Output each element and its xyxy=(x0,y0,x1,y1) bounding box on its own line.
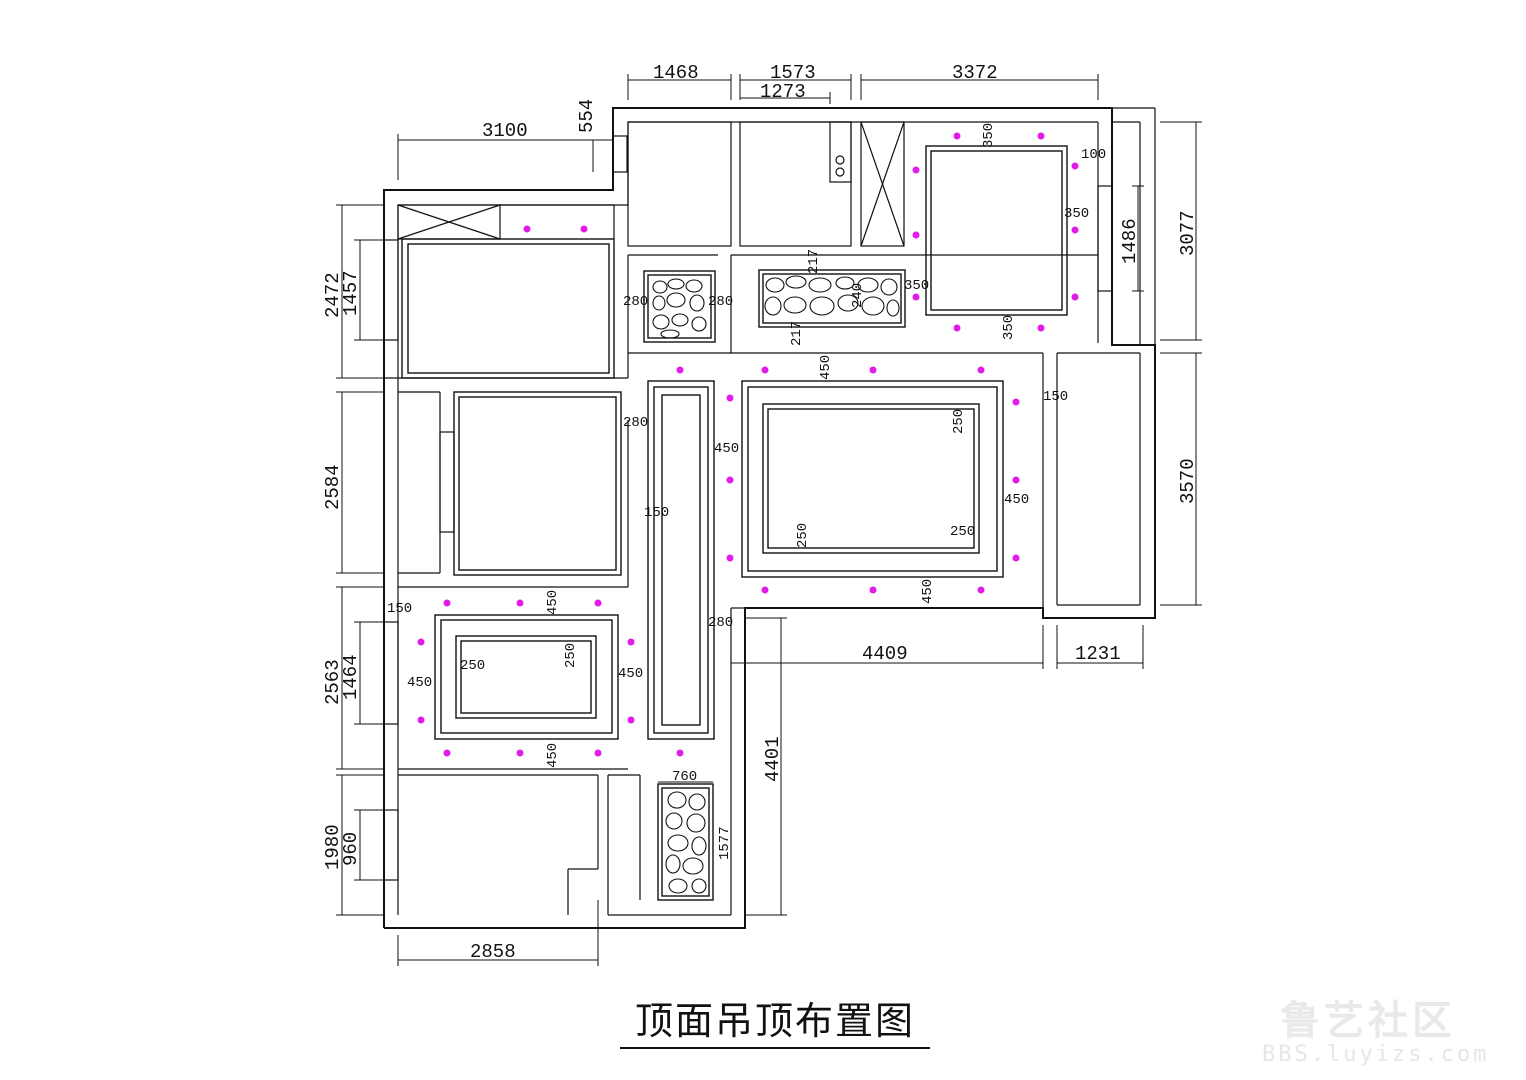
ann-150-dining: 150 xyxy=(387,601,412,617)
ann-450-dining-bottom: 450 xyxy=(545,743,561,768)
bedroom-3-ceiling xyxy=(453,391,622,576)
ann-350-bottom: 350 xyxy=(1001,315,1017,340)
dim-1573: 1573 xyxy=(770,62,816,84)
ann-250-dining-inner-top: 250 xyxy=(563,643,579,668)
pebble-panel-1 xyxy=(643,270,716,343)
ann-450-living-top: 450 xyxy=(818,355,834,380)
drawing-title: 顶面吊顶布置图 xyxy=(620,990,930,1049)
ann-250-inner-top: 250 xyxy=(951,409,967,434)
bedroom-1-ceiling xyxy=(401,238,615,379)
ann-100: 100 xyxy=(1081,147,1106,163)
ann-250-dining-inner-left: 250 xyxy=(460,658,485,674)
living-room-ceiling xyxy=(741,380,1004,578)
dim-3372: 3372 xyxy=(952,62,998,84)
ceiling-frames xyxy=(401,145,1068,901)
ann-450-living-bottom: 450 xyxy=(920,579,936,604)
watermark-logo: 鲁艺社区 xyxy=(1280,998,1456,1044)
ann-450-dining-right: 450 xyxy=(618,666,643,682)
bedroom-2-ceiling xyxy=(925,145,1068,316)
dim-960: 960 xyxy=(340,832,362,866)
ann-450-dining-top: 450 xyxy=(545,590,561,615)
watermark-url: BBS.luyizs.com xyxy=(1262,1042,1490,1067)
ann-150-corridor: 150 xyxy=(644,505,669,521)
pebble-panel-2 xyxy=(758,269,906,328)
dim-760: 760 xyxy=(672,769,697,785)
corridor-ceiling xyxy=(647,380,715,740)
ann-250-inner-left: 250 xyxy=(795,523,811,548)
dim-3077: 3077 xyxy=(1177,210,1199,256)
dim-1464: 1464 xyxy=(340,654,362,700)
ann-350-top: 350 xyxy=(981,123,997,148)
dining-ceiling xyxy=(434,614,619,740)
dim-1980: 1980 xyxy=(322,824,344,870)
dim-2584: 2584 xyxy=(322,464,344,510)
dim-4401: 4401 xyxy=(762,736,784,782)
pebble-panel-3 xyxy=(657,783,714,901)
ann-240: 240 xyxy=(850,283,866,308)
ann-217-bottom: 217 xyxy=(789,321,805,346)
dim-2858: 2858 xyxy=(470,941,516,963)
interior-walls xyxy=(383,121,1141,916)
dim-1486: 1486 xyxy=(1119,218,1141,264)
ann-350-mid: 350 xyxy=(904,278,929,294)
ann-450-living-left: 450 xyxy=(714,441,739,457)
pebble-pattern xyxy=(652,275,900,894)
dim-1457: 1457 xyxy=(340,270,362,316)
ann-450-living-right: 450 xyxy=(1004,492,1029,508)
dim-2563: 2563 xyxy=(322,659,344,705)
dim-4409: 4409 xyxy=(862,643,908,665)
ann-350-side: 350 xyxy=(1064,206,1089,222)
ann-150-right: 150 xyxy=(1043,389,1068,405)
ann-217-top: 217 xyxy=(806,249,822,274)
dim-3100: 3100 xyxy=(482,120,528,142)
ann-280-mid: 280 xyxy=(623,415,648,431)
ann-280-left: 280 xyxy=(623,294,648,310)
dimension-lines xyxy=(336,74,1202,966)
dim-1468: 1468 xyxy=(653,62,699,84)
dim-554: 554 xyxy=(576,99,598,133)
ann-450-dining-left: 450 xyxy=(407,675,432,691)
ann-280-right: 280 xyxy=(708,294,733,310)
dim-2472: 2472 xyxy=(322,272,344,318)
light-points xyxy=(417,132,1079,757)
annotations: 350 100 350 350 350 280 280 217 217 240 … xyxy=(387,123,1106,768)
dimension-texts: 1468 1573 1273 3372 3100 554 2472 1457 2… xyxy=(322,62,1199,963)
dim-1273: 1273 xyxy=(760,81,806,103)
dim-3570: 3570 xyxy=(1177,458,1199,504)
ann-280-corridor-bottom: 280 xyxy=(708,615,733,631)
dim-1231: 1231 xyxy=(1075,643,1121,665)
dim-1577: 1577 xyxy=(717,826,733,860)
ann-250-inner-right: 250 xyxy=(950,524,975,540)
